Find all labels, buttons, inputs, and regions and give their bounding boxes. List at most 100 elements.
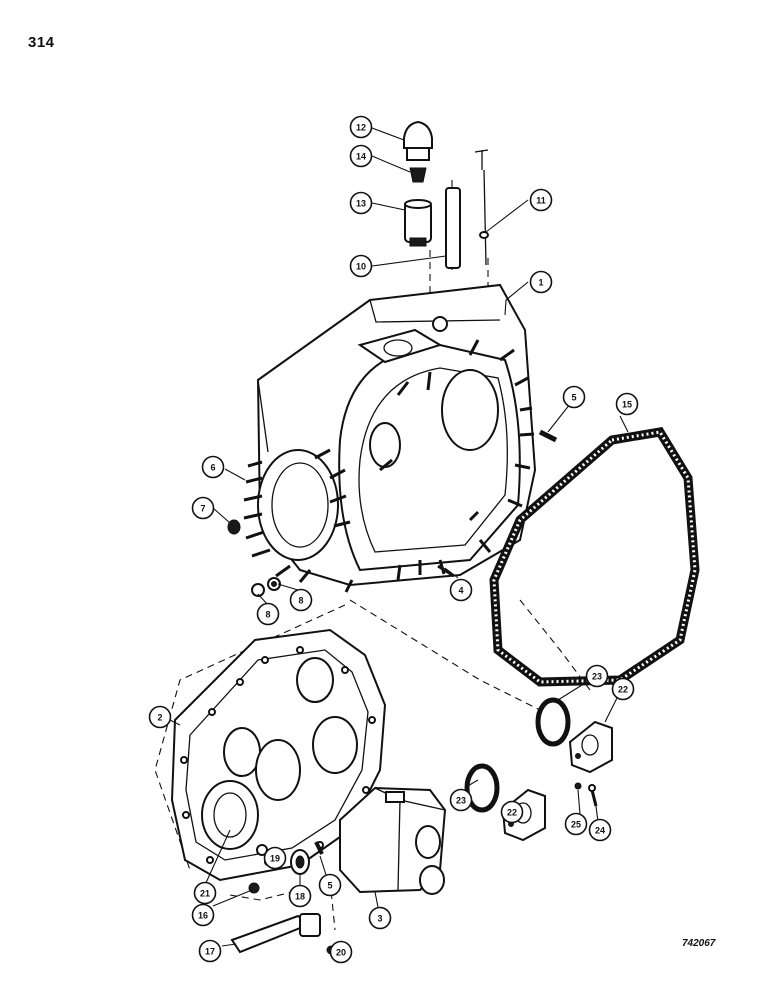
breather-cap-part: [403, 120, 433, 161]
callout-24: 24: [588, 818, 612, 842]
callout-circle: [318, 873, 342, 897]
callout-13: 13: [349, 191, 373, 215]
callout-number: 23: [456, 796, 466, 806]
callout-circle: [263, 846, 287, 870]
seal-washer-part: [227, 519, 241, 535]
bushing-part: [409, 167, 427, 183]
figure-code: 742067: [682, 938, 716, 949]
callout-number: 15: [622, 400, 632, 410]
callout-number: 18: [295, 892, 305, 902]
gasket-upper-part: [535, 697, 571, 747]
callout-number: 12: [356, 123, 366, 133]
callout-number: 4: [458, 586, 463, 596]
callout-21: 21: [193, 881, 217, 905]
callout-number: 6: [210, 463, 215, 473]
callout-number: 5: [571, 393, 576, 403]
bearing-cap-upper-part: [568, 720, 613, 774]
callout-number: 16: [198, 911, 208, 921]
callout-number: 17: [205, 947, 215, 957]
callout-circle: [329, 940, 353, 964]
callout-number: 5: [327, 881, 332, 891]
callout-circle: [562, 385, 586, 409]
leader-lines: [165, 127, 629, 953]
callout-1: 1: [529, 270, 553, 294]
filler-tube-part: [404, 199, 432, 247]
callout-10: 10: [349, 254, 373, 278]
callout-number: 23: [592, 672, 602, 682]
nut-washer-part: [251, 577, 281, 597]
callout-number: 1: [538, 278, 543, 288]
dowel-pin-lower-part: [314, 841, 324, 855]
callout-17: 17: [198, 939, 222, 963]
callout-circle: [564, 812, 588, 836]
page-number: 314: [28, 34, 55, 51]
callout-25: 25: [564, 812, 588, 836]
callout-number: 25: [571, 820, 581, 830]
callout-circle: [148, 705, 172, 729]
callout-8: 8: [256, 602, 280, 626]
callout-number: 8: [265, 610, 270, 620]
callout-23: 23: [585, 664, 609, 688]
callout-number: 13: [356, 199, 366, 209]
callout-11: 11: [529, 188, 553, 212]
callout-6: 6: [201, 455, 225, 479]
dowel-pin-part: [538, 429, 558, 443]
callout-3: 3: [368, 906, 392, 930]
callout-circle: [529, 188, 553, 212]
callout-circle: [615, 392, 639, 416]
callout-circle: [588, 818, 612, 842]
callout-circle: [191, 496, 215, 520]
callout-circle: [500, 800, 524, 824]
callout-23: 23: [449, 788, 473, 812]
callout-circle: [611, 677, 635, 701]
callout-8: 8: [289, 588, 313, 612]
callout-5: 5: [318, 873, 342, 897]
callout-circle: [349, 191, 373, 215]
studs-part: [243, 339, 535, 593]
callout-number: 10: [356, 262, 366, 272]
callout-number: 22: [618, 685, 628, 695]
callout-circle: [449, 578, 473, 602]
callout-number: 19: [270, 854, 280, 864]
callout-22: 22: [500, 800, 524, 824]
callout-number: 14: [356, 152, 366, 162]
callout-circle: [368, 906, 392, 930]
callout-number: 3: [377, 914, 382, 924]
oil-seal-part: [290, 849, 310, 875]
callout-circle: [529, 270, 553, 294]
callout-22: 22: [611, 677, 635, 701]
callout-number: 22: [507, 808, 517, 818]
callout-circle: [349, 115, 373, 139]
callout-number: 24: [595, 826, 605, 836]
callout-number: 7: [200, 504, 205, 514]
pipe-plug-part: [248, 882, 260, 894]
callout-16: 16: [191, 903, 215, 927]
pump-housing-part: [339, 786, 447, 895]
callout-circle: [585, 664, 609, 688]
callout-5: 5: [562, 385, 586, 409]
callout-circle: [191, 903, 215, 927]
callout-circle: [288, 884, 312, 908]
lockwasher-part: [574, 782, 582, 790]
callout-20: 20: [329, 940, 353, 964]
dipstick-tube-part: [445, 187, 461, 269]
callout-circle: [198, 939, 222, 963]
callout-2: 2: [148, 705, 172, 729]
callout-12: 12: [349, 115, 373, 139]
transmission-housing-part: [256, 283, 537, 587]
callout-7: 7: [191, 496, 215, 520]
callout-circle: [256, 602, 280, 626]
callout-circle: [349, 254, 373, 278]
callout-number: 21: [200, 889, 210, 899]
callout-labels: 1214131011151567884223222322252421195181…: [148, 115, 639, 964]
gasket-lower-part: [464, 763, 500, 813]
callout-circle: [289, 588, 313, 612]
callout-14: 14: [349, 144, 373, 168]
callout-number: 8: [298, 596, 303, 606]
callout-4: 4: [449, 578, 473, 602]
callout-number: 11: [536, 196, 546, 206]
dipstick-part: [474, 149, 489, 266]
oil-tube-part: [230, 913, 321, 954]
plug-part: [256, 844, 268, 856]
